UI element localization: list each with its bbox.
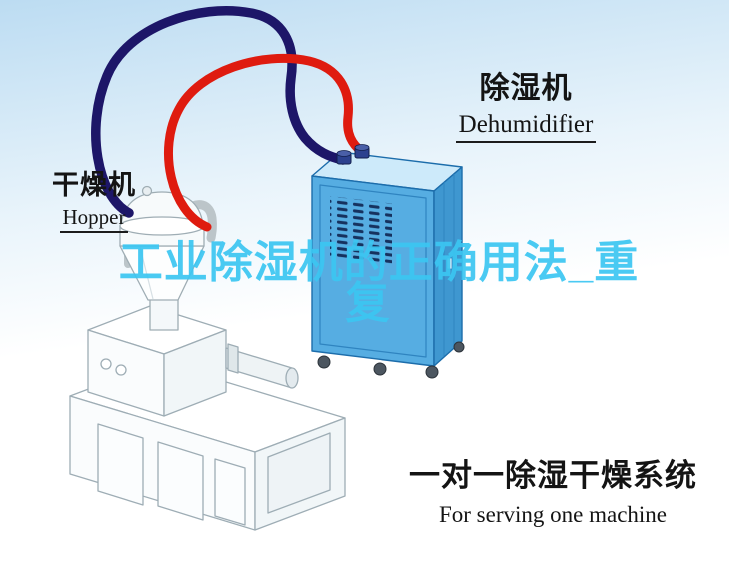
extruder-panel-3	[214, 458, 246, 526]
caster-wheels	[317, 341, 465, 379]
watermark-line-2: 复	[346, 279, 391, 328]
feedbox-side	[163, 329, 227, 417]
gauge-dial-1	[100, 358, 112, 370]
extruder-end-panel	[267, 432, 331, 514]
cabinet-door-seam	[319, 184, 427, 358]
caster-wheel-2	[373, 362, 387, 376]
caster-wheel-4	[453, 341, 465, 353]
hopper-cone-shade-line	[139, 246, 154, 300]
hopper-label-cn: 干燥机	[52, 170, 136, 200]
hopper-top-knob	[141, 185, 153, 197]
extruder-machine	[69, 305, 346, 531]
barrel-end-cap	[285, 367, 299, 389]
hopper-label-en: Hopper	[59, 204, 129, 234]
vent-grille	[330, 195, 392, 266]
hose-port-left-cap	[336, 150, 352, 157]
system-caption-en: For serving one machine	[438, 502, 668, 527]
system-caption: 一对一除湿干燥系统 For serving one machine	[400, 450, 706, 528]
hopper-throat	[149, 295, 179, 331]
barrel-flange	[227, 343, 239, 374]
hose-ports	[336, 144, 370, 165]
side-door-handle	[446, 257, 453, 270]
dehumidifier-label-cn: 除湿机	[479, 72, 573, 105]
caster-wheel-1	[317, 355, 331, 369]
watermark-line-1: 工业除湿机的正确用法_重	[119, 238, 639, 287]
extruder-panel-1	[97, 423, 144, 506]
gauge-dial-2	[115, 364, 127, 376]
extruder-panel-2	[157, 441, 204, 521]
supply-hose	[164, 53, 367, 232]
return-hose	[91, 6, 348, 218]
system-caption-cn: 一对一除湿干燥系统	[409, 458, 697, 493]
caster-wheel-3	[425, 365, 439, 379]
dehumidifier-label: 除湿机 Dehumidifier	[443, 72, 609, 144]
hopper-label: 干燥机 Hopper	[36, 170, 152, 234]
hose-port-right-cap	[354, 144, 370, 151]
dehumidifier-label-en: Dehumidifier	[455, 110, 597, 144]
